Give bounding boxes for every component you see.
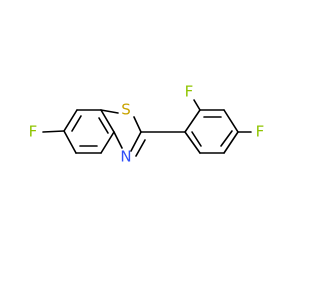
fluorine-atom-label: F	[29, 123, 38, 141]
bond	[220, 130, 233, 147]
bond	[42, 130, 65, 133]
bond	[191, 131, 202, 147]
bond	[193, 99, 201, 111]
fluorine-para-atom-label: F	[256, 123, 265, 141]
bond	[100, 109, 115, 133]
bond	[130, 131, 142, 152]
sulfur-atom-label: S	[121, 101, 131, 119]
fluorine-ortho-atom-label: F	[185, 83, 194, 101]
bond	[63, 109, 78, 132]
bond	[135, 139, 146, 157]
bond	[184, 131, 201, 154]
bond	[71, 115, 82, 132]
bond	[223, 131, 239, 154]
molecule-structure: F S N F F	[29, 83, 265, 166]
bond	[223, 109, 239, 133]
bond	[98, 117, 109, 134]
bond	[133, 116, 142, 133]
molecule-canvas: F S N F F	[28, 82, 265, 166]
bond	[63, 130, 77, 154]
bond	[184, 109, 201, 133]
bond	[100, 109, 119, 114]
bond	[113, 131, 123, 149]
bond	[100, 131, 115, 154]
nitrogen-atom-label: N	[120, 148, 131, 166]
